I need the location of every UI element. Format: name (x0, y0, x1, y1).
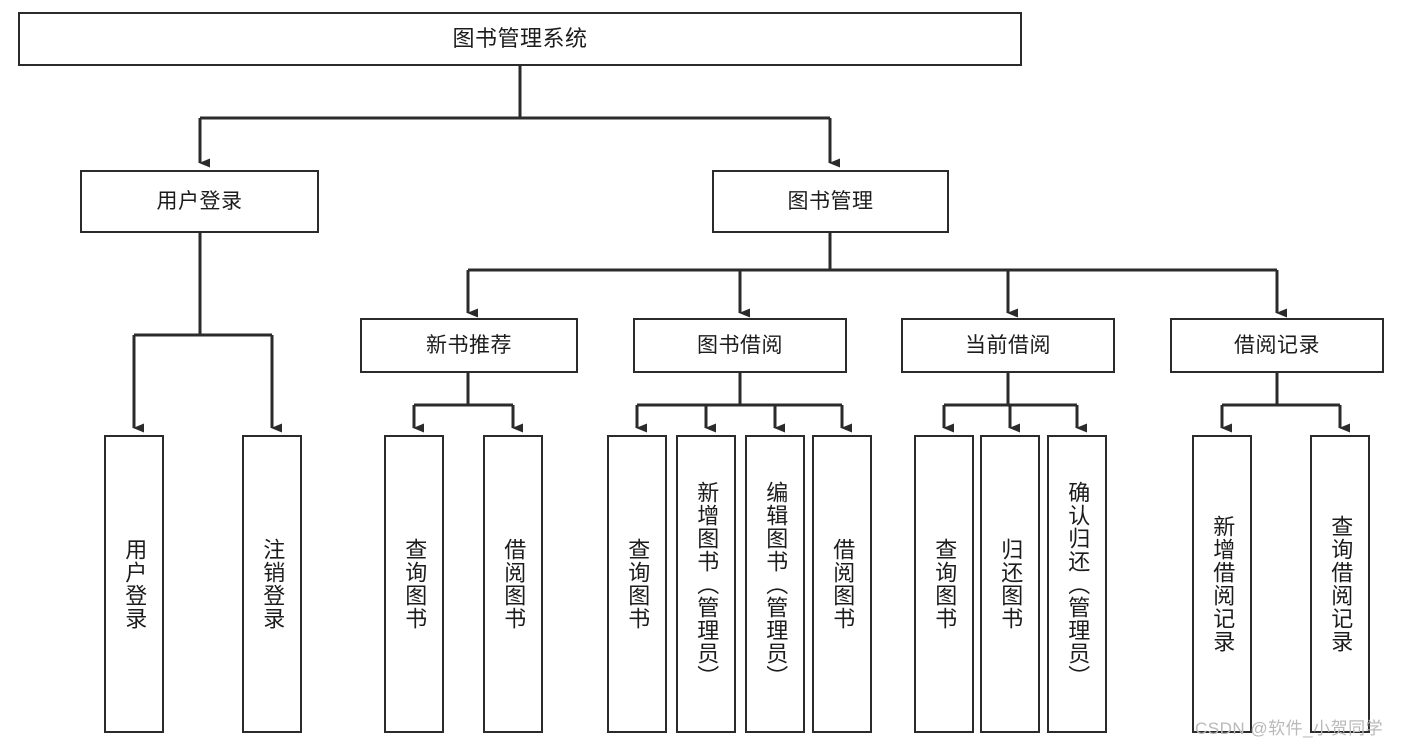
node-leaf-add-book[interactable]: 新增图书（管理员） (676, 435, 736, 733)
node-user-login[interactable]: 用户登录 (80, 170, 319, 233)
node-book-borrow[interactable]: 图书借阅 (633, 318, 847, 373)
node-leaf-confirm-return[interactable]: 确认归还（管理员） (1047, 435, 1107, 733)
node-leaf-user-login[interactable]: 用户登录 (104, 435, 164, 733)
node-current-borrow[interactable]: 当前借阅 (901, 318, 1115, 373)
node-root-system[interactable]: 图书管理系统 (18, 12, 1022, 66)
node-leaf-return-book[interactable]: 归还图书 (980, 435, 1040, 733)
node-book-manage[interactable]: 图书管理 (712, 170, 949, 233)
node-leaf-query-book-3[interactable]: 查询图书 (914, 435, 974, 733)
node-leaf-borrow-book-2[interactable]: 借阅图书 (812, 435, 872, 733)
node-leaf-query-book-2[interactable]: 查询图书 (607, 435, 667, 733)
node-new-book-recommend[interactable]: 新书推荐 (360, 318, 578, 373)
node-leaf-add-record[interactable]: 新增借阅记录 (1192, 435, 1252, 733)
node-leaf-borrow-book-1[interactable]: 借阅图书 (483, 435, 543, 733)
node-leaf-logout-login[interactable]: 注销登录 (242, 435, 302, 733)
node-borrow-record[interactable]: 借阅记录 (1170, 318, 1384, 373)
node-leaf-query-book-1[interactable]: 查询图书 (384, 435, 444, 733)
csdn-watermark: CSDN @软件_小贺同学 (1195, 719, 1384, 738)
node-leaf-query-record[interactable]: 查询借阅记录 (1310, 435, 1370, 733)
node-leaf-edit-book[interactable]: 编辑图书（管理员） (745, 435, 805, 733)
